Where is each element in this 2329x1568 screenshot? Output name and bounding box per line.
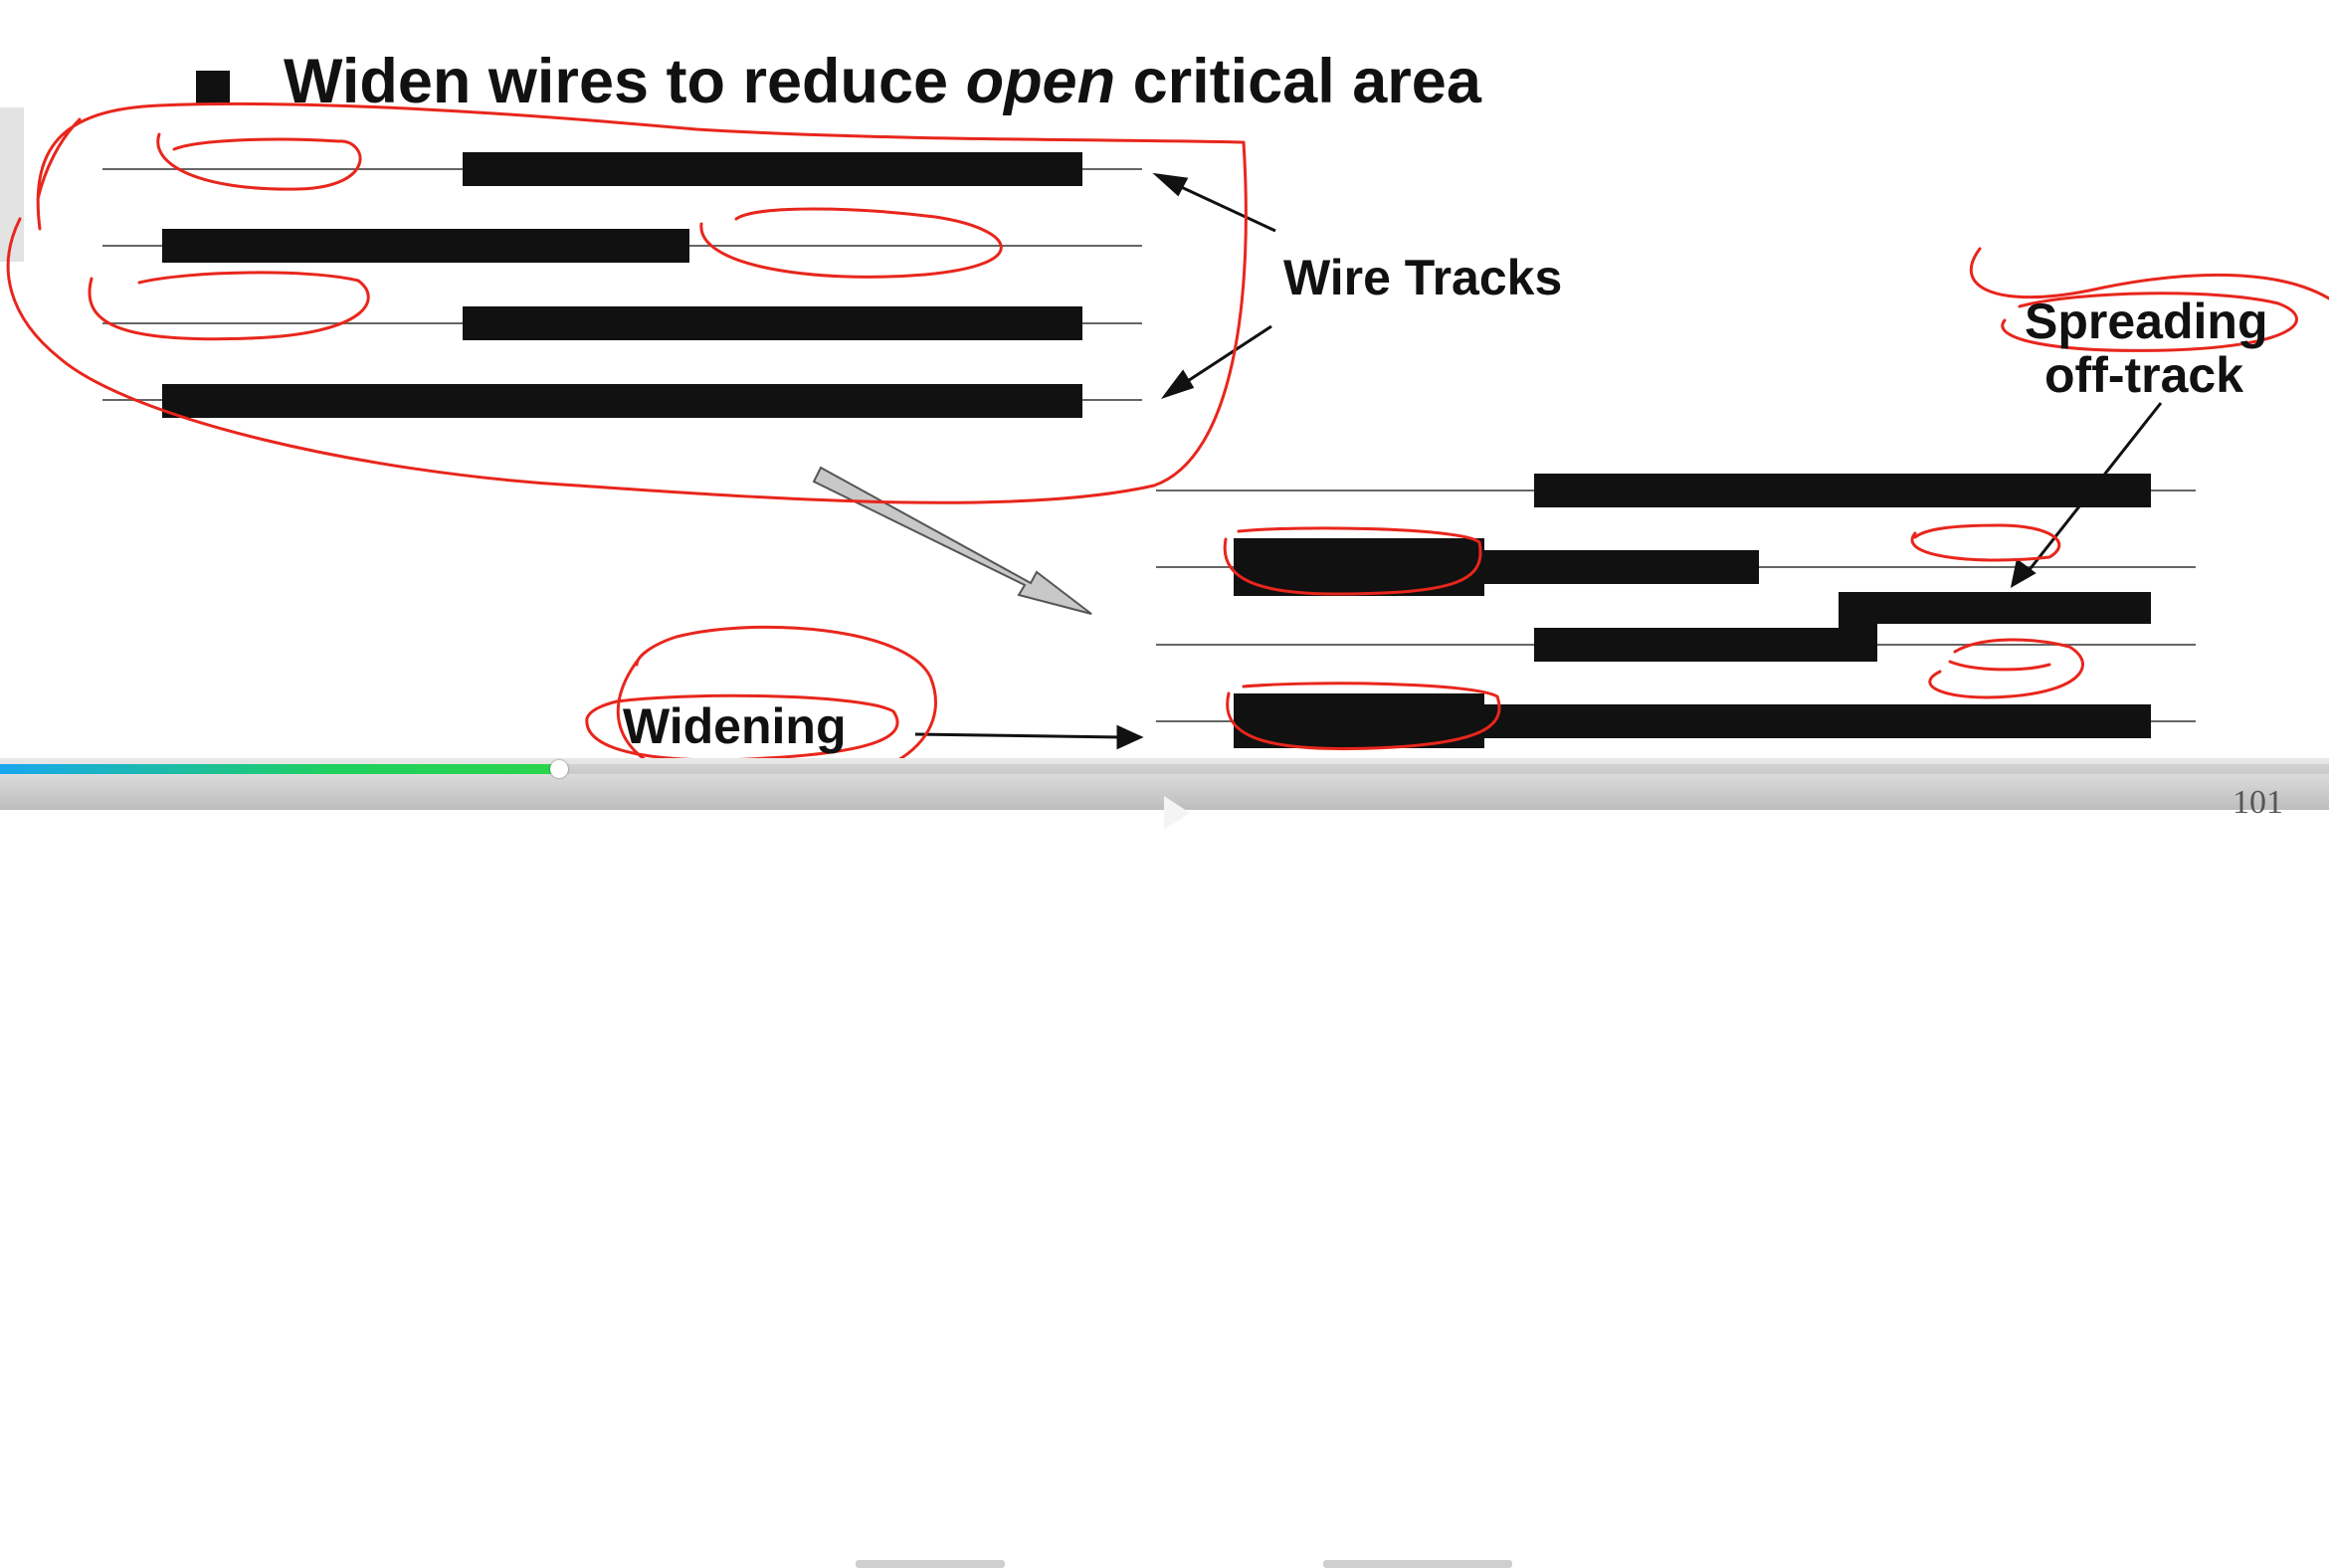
spreading-label-line1: Spreading	[2025, 294, 2268, 349]
wire	[463, 152, 1082, 186]
annotation-circle	[699, 207, 1003, 279]
title-emphasis: open	[965, 47, 1116, 116]
wire	[162, 384, 1082, 418]
progress-track[interactable]	[0, 764, 2329, 774]
wire	[463, 306, 1082, 340]
wires-top	[162, 152, 1082, 418]
annotation-widened-circle	[1223, 526, 1482, 596]
annotation-spreading-arc	[1969, 247, 2329, 300]
spreading-label-line2: off-track	[2044, 347, 2244, 403]
progress-fill	[0, 764, 559, 774]
wire	[1534, 474, 2151, 507]
control-bar-segment	[1323, 1560, 1512, 1568]
annotation-circle	[156, 132, 362, 191]
wire	[1482, 704, 2151, 738]
wire	[1482, 550, 1759, 584]
slide-number: 101	[2232, 784, 2283, 821]
slide-title: Widen wires to reduce open critical area	[284, 47, 1481, 116]
red-annotations	[6, 101, 2329, 791]
diagram	[6, 101, 2329, 791]
annotation-widened-circle	[1226, 682, 1501, 751]
spreading-pointer	[2010, 402, 2163, 588]
title-suffix: critical area	[1115, 47, 1481, 116]
annotation-widening-oval	[585, 693, 899, 762]
wire-tracks-label: Wire Tracks	[1283, 250, 1563, 305]
annotation-small-circle	[1910, 523, 2061, 562]
annotation-big-loop	[6, 101, 1248, 504]
bullet-square-icon	[196, 71, 230, 104]
widening-label: Widening	[623, 698, 847, 754]
annotation-circle	[88, 271, 370, 341]
wire	[1534, 628, 1877, 662]
wire	[1839, 592, 2151, 624]
slide: Widen wires to reduce open critical area	[0, 47, 2329, 791]
title-prefix: Widen wires to reduce	[284, 47, 966, 116]
wire-tracks-pointers	[1152, 172, 1276, 399]
control-bar-segment	[856, 1560, 1005, 1568]
wires-bottom	[1234, 474, 2151, 748]
transform-arrow-icon	[812, 466, 1092, 615]
annotation-spreading-oval	[2001, 292, 2298, 352]
widening-pointer	[914, 724, 1144, 750]
wire	[162, 229, 689, 263]
annotation-scribble	[1928, 638, 2084, 699]
wire-tracks-top	[102, 168, 1142, 401]
widened-wire	[1234, 693, 1484, 748]
progress-handle[interactable]	[550, 760, 568, 778]
play-icon[interactable]	[1164, 796, 1190, 830]
